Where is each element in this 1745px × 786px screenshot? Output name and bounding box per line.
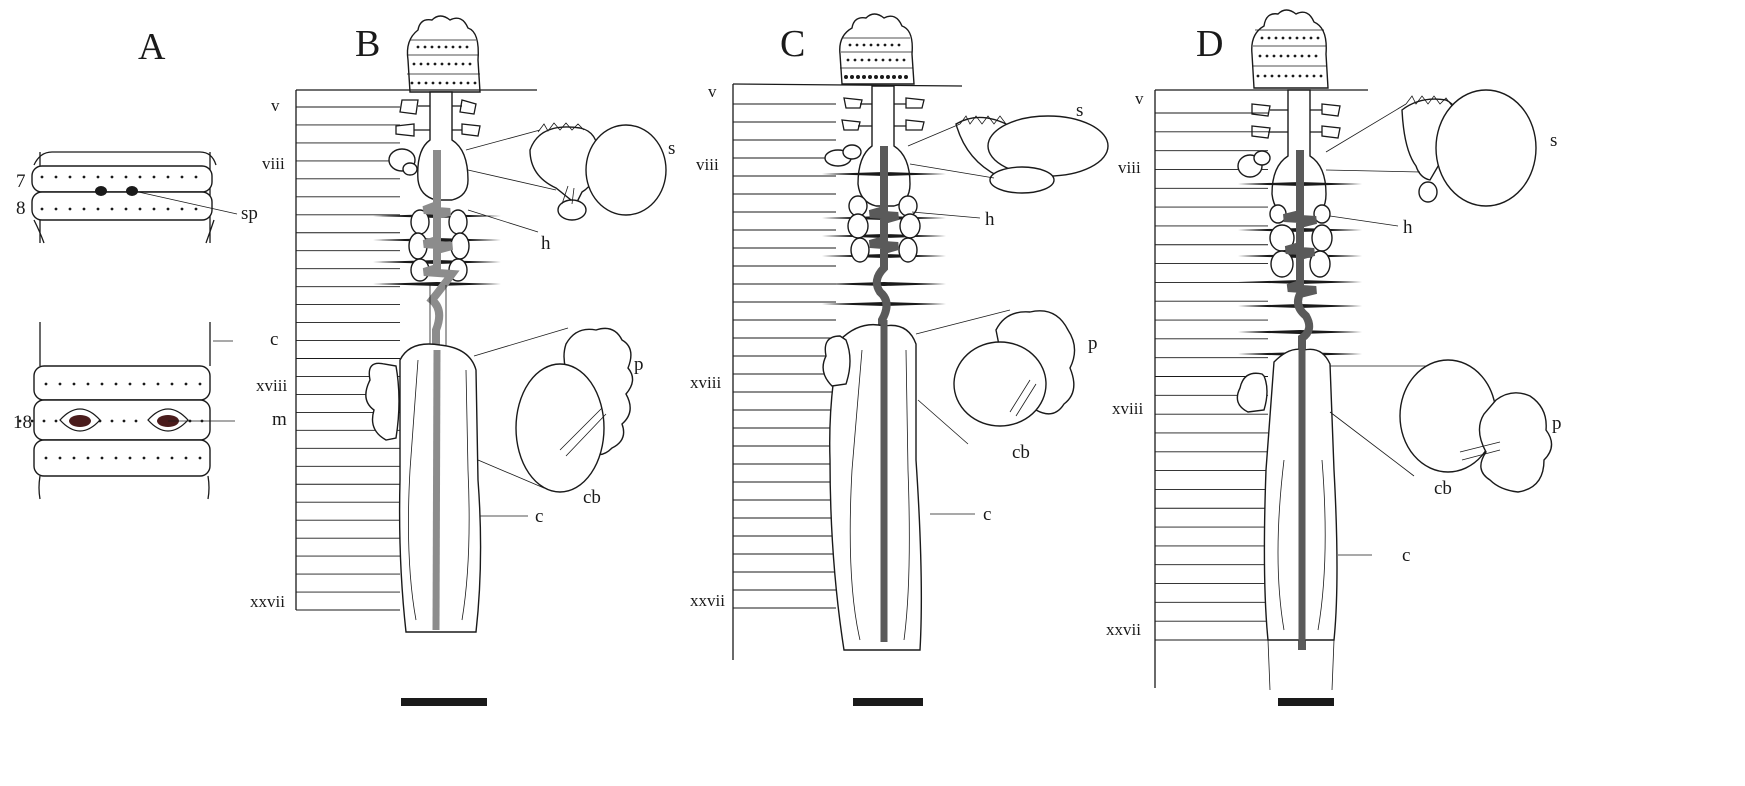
segment-xviii-label: xviii [256, 376, 287, 395]
label-c: c [270, 329, 278, 350]
label-m: m [272, 409, 287, 430]
label-sp: sp [241, 203, 258, 224]
label-cb-d: cb [1434, 478, 1452, 499]
label-cb: cb [583, 487, 601, 508]
segment-viii-label: viii [262, 154, 285, 173]
scale-bar-b [401, 698, 487, 706]
panel-a-clitellar-segments: c 18 m [13, 322, 287, 499]
label-c-b: c [535, 506, 543, 527]
scale-bar-c [853, 698, 923, 706]
prostate-lateral-d [1237, 373, 1267, 412]
spermathecal-pore-left [95, 186, 107, 196]
segment-xviii-label-c: xviii [690, 373, 721, 392]
prostate-detail: p cb [474, 328, 644, 508]
panel-a-anterior-segments: 7 8 sp [16, 152, 258, 243]
panel-b: B v viii xviii xxvii [250, 16, 675, 706]
label-h: h [541, 233, 551, 254]
segment-xviii-label-d: xviii [1112, 399, 1143, 418]
segment-xxvii-label-c: xxvii [690, 591, 725, 610]
spermatheca-detail-d: s [1326, 90, 1557, 206]
label-cb-c: cb [1012, 442, 1030, 463]
panel-b-head [407, 16, 480, 92]
panel-b-letter: B [355, 23, 380, 65]
male-pore-left [69, 415, 91, 427]
label-c-c: c [983, 504, 991, 525]
spermatheca-detail-c: s [908, 100, 1108, 193]
segment-viii-label-d: viii [1118, 158, 1141, 177]
spermatheca-detail: s [466, 123, 675, 220]
segment-xxvii-label-d: xxvii [1106, 620, 1141, 639]
prostate-detail-c: p cb [916, 310, 1098, 463]
spermathecal-pore-right [126, 186, 138, 196]
segment-v-label-c: v [708, 82, 717, 101]
segment-8-label: 8 [16, 198, 26, 219]
label-s-d: s [1550, 130, 1557, 151]
segment-v-label: v [271, 96, 280, 115]
panel-a: A 7 8 sp [13, 26, 287, 499]
segment-viii-label-c: viii [696, 155, 719, 174]
prostate-lateral [366, 363, 399, 440]
label-p-c: p [1088, 333, 1098, 354]
prostate-lateral-c [823, 336, 850, 386]
panel-c-head [840, 14, 914, 84]
label-s-c: s [1076, 100, 1083, 121]
label-p-d: p [1552, 413, 1562, 434]
prostate-detail-d: p cb [1330, 360, 1562, 499]
panel-d-letter: D [1196, 23, 1223, 65]
label-h-d: h [1403, 217, 1413, 238]
segment-7-label: 7 [16, 171, 26, 192]
label-h-c: h [985, 209, 995, 230]
panel-d: D v viii xviii xxvii [1106, 10, 1562, 706]
panel-a-letter: A [138, 26, 166, 68]
segment-xxvii-label: xxvii [250, 592, 285, 611]
label-s: s [668, 138, 675, 159]
segment-18-label: 18 [13, 412, 32, 433]
segment-v-label-d: v [1135, 89, 1144, 108]
panel-c-letter: C [780, 23, 805, 65]
scale-bar-d [1278, 698, 1334, 706]
panel-d-head [1252, 10, 1328, 88]
label-p: p [634, 354, 644, 375]
label-c-d: c [1402, 545, 1410, 566]
panel-c: C v viii xviii xxvii [690, 14, 1108, 706]
